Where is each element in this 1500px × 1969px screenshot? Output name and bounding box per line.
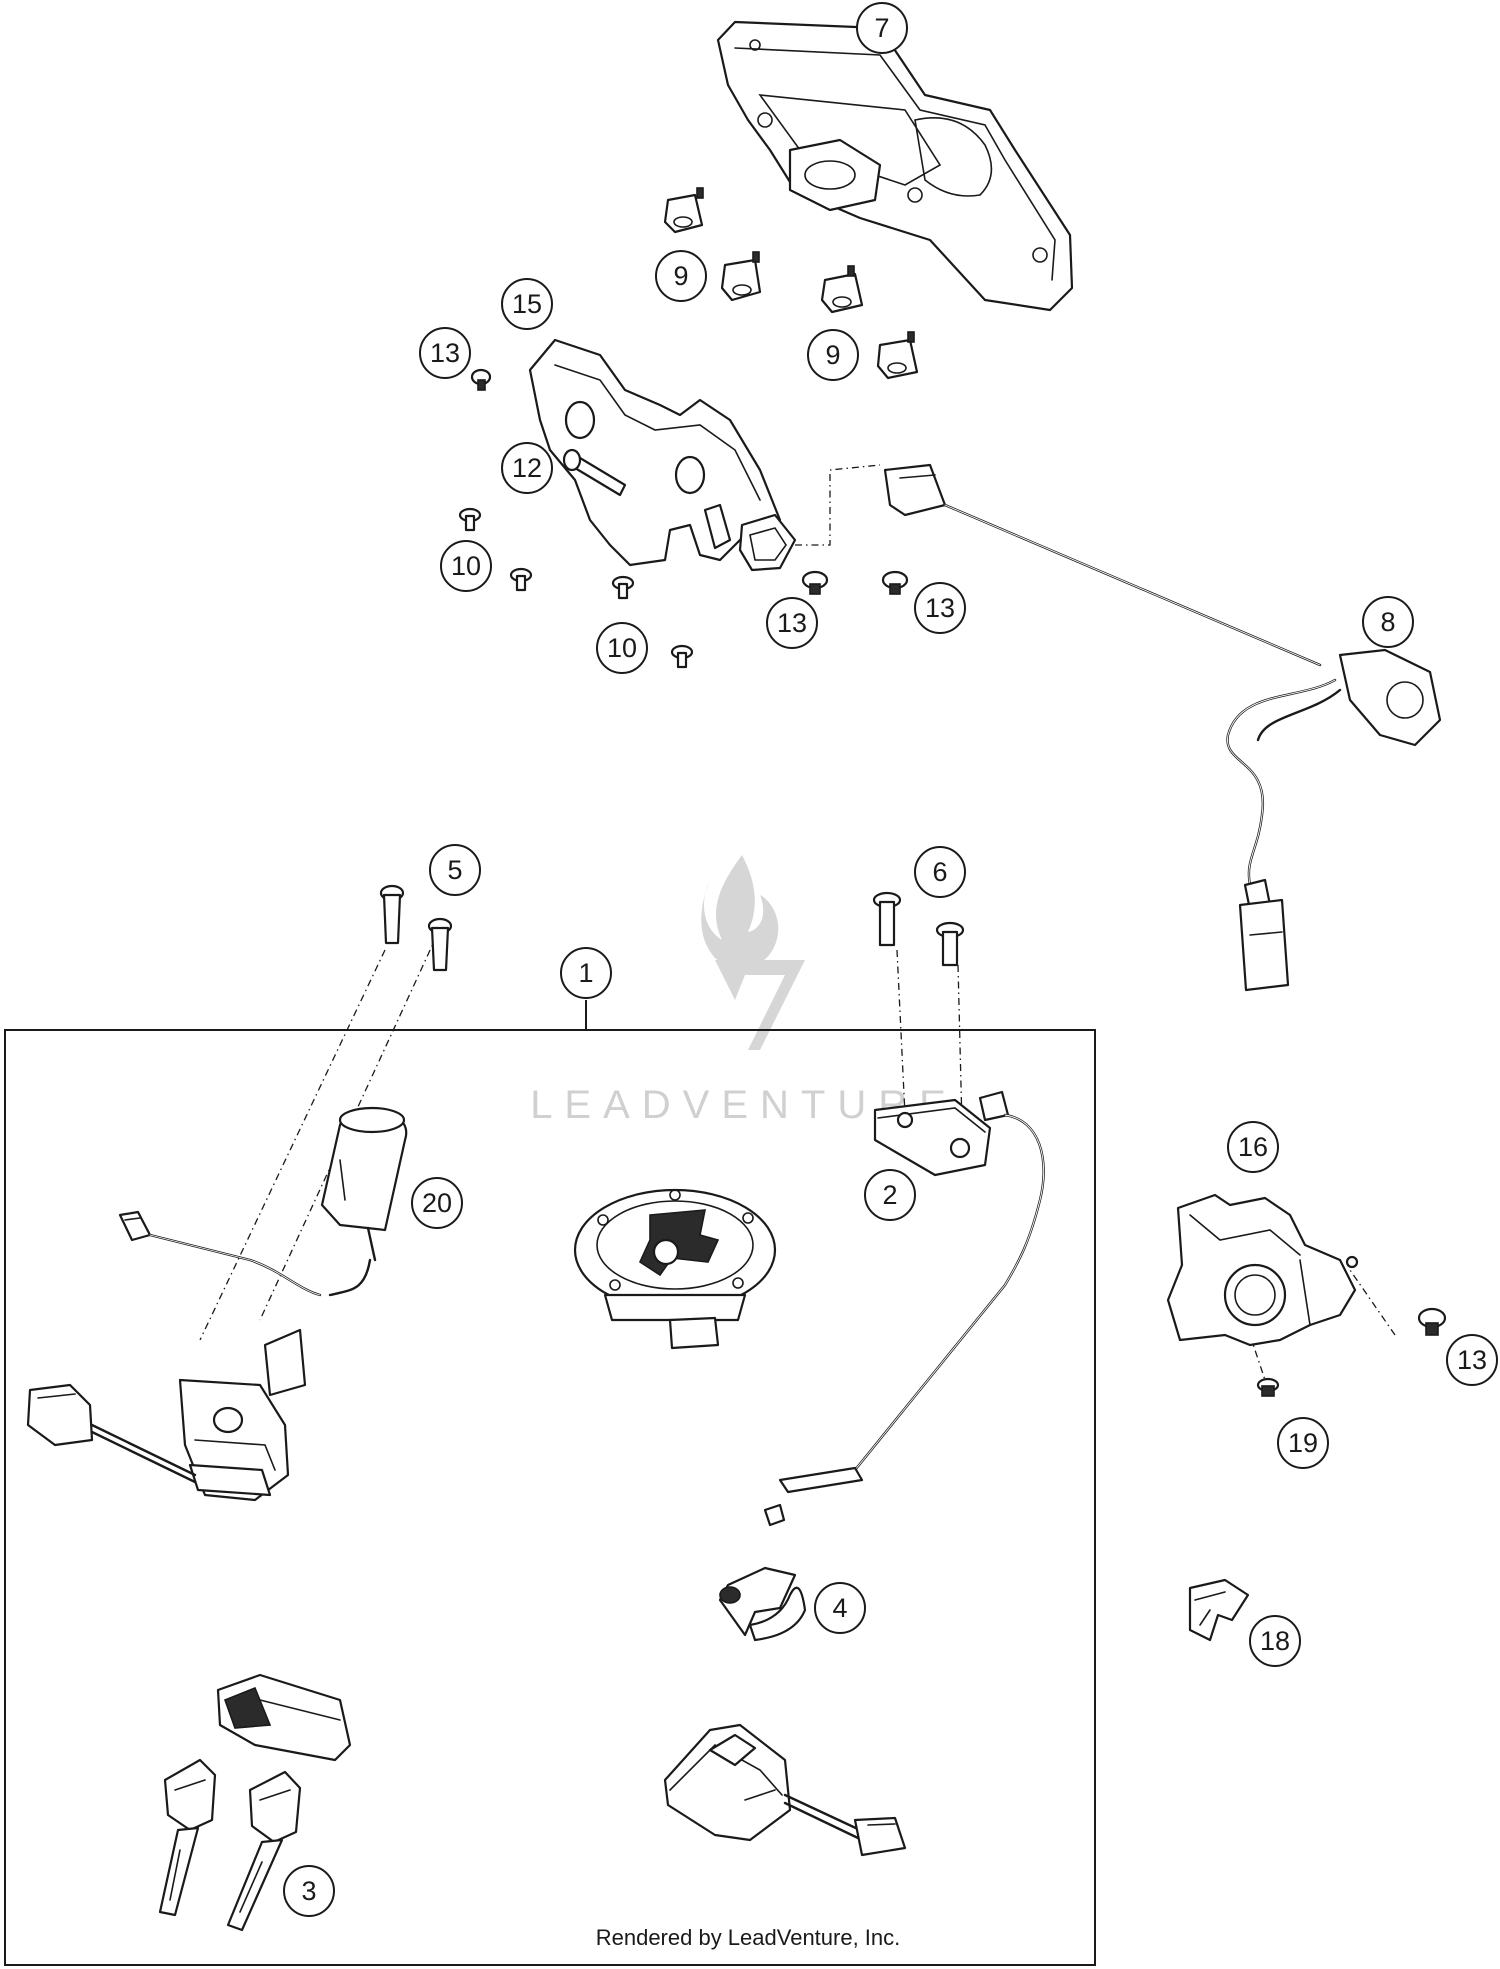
svg-text:7: 7: [874, 13, 889, 43]
callout-13c[interactable]: 13: [914, 582, 966, 634]
callout-9b[interactable]: 9: [807, 329, 859, 381]
leader-lines: [199, 934, 1396, 1381]
svg-text:3: 3: [301, 1876, 316, 1906]
plate-screw-parts: [872, 891, 965, 967]
svg-text:12: 12: [512, 453, 542, 483]
cover-screw-parts: [1256, 1307, 1447, 1397]
svg-text:13: 13: [925, 593, 955, 623]
callout-18[interactable]: 18: [1249, 1615, 1301, 1667]
long-screw-parts: [379, 884, 453, 972]
callout-20[interactable]: 20: [411, 1177, 463, 1229]
clip-part: [718, 1566, 807, 1642]
screw-parts: [458, 368, 909, 669]
svg-text:1: 1: [578, 958, 593, 988]
svg-text:13: 13: [430, 338, 460, 368]
bracket-part: [528, 338, 797, 572]
cover-part: [1166, 1193, 1359, 1347]
ecu-part: [663, 1723, 907, 1857]
callout-16[interactable]: 16: [1227, 1121, 1279, 1173]
svg-text:8: 8: [1380, 607, 1395, 637]
svg-text:5: 5: [447, 855, 462, 885]
callout-10a[interactable]: 10: [440, 540, 492, 592]
svg-text:18: 18: [1260, 1626, 1290, 1656]
callout-15[interactable]: 15: [501, 278, 553, 330]
callout-5[interactable]: 5: [429, 844, 481, 896]
svg-text:10: 10: [607, 633, 637, 663]
svg-text:15: 15: [512, 289, 542, 319]
callout-4[interactable]: 4: [814, 1582, 866, 1634]
callout-9a[interactable]: 9: [655, 250, 707, 302]
callout-10b[interactable]: 10: [596, 622, 648, 674]
svg-text:6: 6: [932, 857, 947, 887]
callout-8[interactable]: 8: [1362, 596, 1414, 648]
svg-text:9: 9: [673, 261, 688, 291]
fuel-cap-part: [573, 1188, 777, 1350]
ignition-switch-part: [26, 1210, 322, 1502]
small-clip-part: [1188, 1578, 1250, 1642]
svg-text:2: 2: [882, 1180, 897, 1210]
keys-part: [158, 1673, 352, 1932]
callout-2[interactable]: 2: [864, 1169, 916, 1221]
svg-text:13: 13: [1457, 1345, 1487, 1375]
svg-text:19: 19: [1288, 1428, 1318, 1458]
svg-text:4: 4: [832, 1593, 847, 1623]
svg-text:9: 9: [825, 340, 840, 370]
svg-text:10: 10: [451, 551, 481, 581]
pin-part: [562, 448, 627, 497]
callout-13b[interactable]: 13: [766, 597, 818, 649]
callout-1[interactable]: 1: [560, 947, 612, 999]
dashboard-part: [716, 20, 1074, 312]
callout-13d[interactable]: 13: [1446, 1334, 1498, 1386]
harness-part: [795, 463, 1442, 992]
lock-cylinder-part: [320, 1106, 408, 1297]
callout-19[interactable]: 19: [1277, 1417, 1329, 1469]
callout-7[interactable]: 7: [856, 2, 908, 54]
svg-text:13: 13: [777, 608, 807, 638]
sensor-plate-part: [763, 1090, 1045, 1527]
callout-12[interactable]: 12: [501, 442, 553, 494]
callout-3[interactable]: 3: [283, 1865, 335, 1917]
grommet-parts: [663, 187, 919, 380]
group-frame: [4, 1000, 1096, 1966]
svg-text:16: 16: [1238, 1132, 1268, 1162]
flame-v-logo: [690, 855, 805, 1050]
svg-text:20: 20: [422, 1188, 452, 1218]
callout-6[interactable]: 6: [914, 846, 966, 898]
footer-credit: Rendered by LeadVenture, Inc.: [596, 1925, 901, 1950]
callout-13a[interactable]: 13: [419, 327, 471, 379]
